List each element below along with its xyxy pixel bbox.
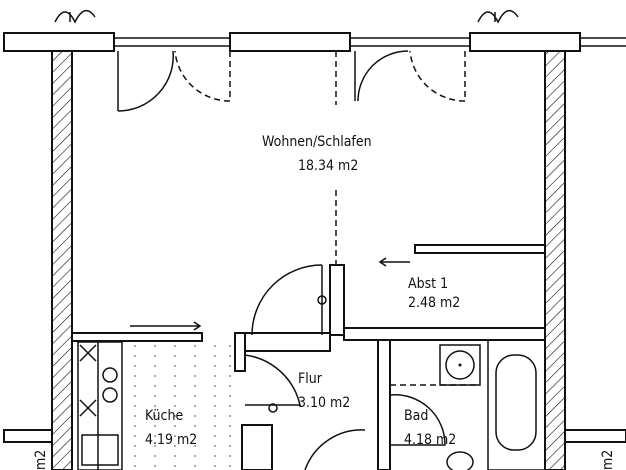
room-area-kueche: 4.19 m2 xyxy=(145,432,197,448)
bathroom-fixtures xyxy=(390,339,546,470)
room-name-bad: Bad xyxy=(404,408,428,424)
edge-area-left: m2 xyxy=(33,450,49,470)
floor-tiles xyxy=(134,345,231,470)
room-name-kueche: Küche xyxy=(145,408,183,424)
left-exterior-wall xyxy=(51,50,73,470)
plant-icon xyxy=(477,9,519,24)
room-area-wohnen: 18.34 m2 xyxy=(298,158,358,174)
room-name-wohnen: Wohnen/Schlafen xyxy=(262,134,372,150)
window-sashes xyxy=(117,50,466,112)
top-wall xyxy=(3,32,626,52)
room-area-bad: 4.18 m2 xyxy=(404,432,456,448)
edge-area-right: m2 xyxy=(600,450,616,470)
room-area-abst: 2.48 m2 xyxy=(408,295,460,311)
doors xyxy=(130,257,446,470)
room-name-flur: Flur xyxy=(298,371,323,387)
right-exterior-wall xyxy=(544,50,566,470)
plant-icon xyxy=(54,9,96,24)
kitchen-counter xyxy=(77,341,123,470)
room-area-flur: 3.10 m2 xyxy=(298,395,350,411)
interior-walls xyxy=(3,190,626,470)
room-name-abst: Abst 1 xyxy=(408,276,448,292)
